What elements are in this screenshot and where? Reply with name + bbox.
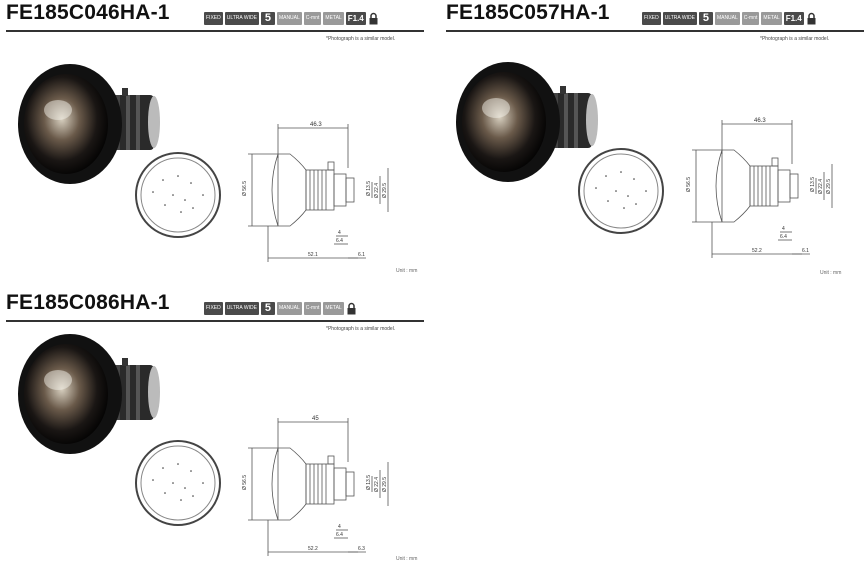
diameter-dim: Ø 56.5: [686, 177, 692, 192]
length-dim: 45: [312, 416, 319, 422]
dim-b: 6.4: [336, 238, 343, 244]
dimension-drawing: 46.3 Ø 56.5 Ø 13.5 Ø 22.4 Ø 29.5 4 6.4 5…: [242, 122, 389, 262]
lens-front-view: [135, 152, 221, 238]
model-title: FE185C086HA-1: [6, 291, 170, 314]
ultra-wide-badge: ULTRA WIDE: [224, 11, 259, 25]
product-panel-3: FE185C086HA-1 FIXED ULTRA WIDE 5 MANUAL …: [0, 290, 430, 575]
fixed-badge: FIXED: [204, 301, 223, 315]
lens-photo: [456, 62, 598, 182]
lock-icon: [347, 302, 356, 314]
lock-icon: [807, 12, 816, 24]
f-number-badge: F1.4: [783, 11, 804, 25]
feature-badges: FIXED ULTRA WIDE 5 MANUAL C-mnt METAL F1…: [204, 11, 379, 25]
d3-dim: Ø 29.5: [382, 183, 388, 198]
title-rule: [6, 30, 424, 32]
diameter-dim: Ø 56.5: [242, 475, 248, 490]
similar-model-note: *Photograph is a similar model.: [326, 326, 396, 332]
similar-model-note: *Photograph is a similar model.: [326, 36, 396, 42]
d1-dim: Ø 13.5: [810, 177, 816, 192]
dim-a: 4: [782, 226, 785, 232]
model-title: FE185C046HA-1: [6, 1, 170, 24]
megapixel-badge: 5: [260, 301, 275, 315]
manual-badge: MANUAL: [276, 301, 302, 315]
lens-front-view: [135, 440, 221, 526]
title-rule: [446, 30, 864, 32]
lens-photo: [18, 64, 160, 184]
fixed-badge: FIXED: [642, 11, 661, 25]
megapixel-badge: 5: [698, 11, 713, 25]
manual-badge: MANUAL: [276, 11, 302, 25]
model-title: FE185C057HA-1: [446, 1, 610, 24]
feature-badges: FIXED ULTRA WIDE 5 MANUAL C-mnt METAL: [204, 301, 357, 315]
d3-dim: Ø 29.5: [826, 179, 832, 194]
d2-dim: Ø 22.4: [374, 183, 380, 198]
unit-label: Unit : mm: [820, 270, 842, 276]
dim-c: 6.1: [802, 248, 809, 254]
ultra-wide-badge: ULTRA WIDE: [662, 11, 697, 25]
d2-dim: Ø 22.4: [374, 477, 380, 492]
c-mount-badge: C-mnt: [741, 11, 760, 25]
d3-dim: Ø 29.5: [382, 477, 388, 492]
manual-badge: MANUAL: [714, 11, 740, 25]
lens-photo: [18, 334, 160, 454]
dim-a: 4: [338, 230, 341, 236]
dim-c: 6.1: [358, 252, 365, 258]
flange-dim: 52.2: [752, 248, 762, 254]
diameter-dim: Ø 56.5: [242, 181, 248, 196]
length-dim: 46.3: [310, 122, 322, 128]
c-mount-badge: C-mnt: [303, 11, 322, 25]
f-number-badge: F1.4: [345, 11, 366, 25]
length-dim: 46.3: [754, 118, 766, 124]
d2-dim: Ø 22.4: [818, 179, 824, 194]
dim-a: 4: [338, 524, 341, 530]
similar-model-note: *Photograph is a similar model.: [760, 36, 830, 42]
dimension-drawing: 45 Ø 56.5 Ø 13.5 Ø 22.4 Ø 29.5 4 6.4 52.…: [242, 416, 389, 556]
metal-badge: METAL: [761, 11, 782, 25]
unit-label: Unit : mm: [396, 556, 418, 562]
ultra-wide-badge: ULTRA WIDE: [224, 301, 259, 315]
lock-icon: [369, 12, 378, 24]
unit-label: Unit : mm: [396, 268, 418, 274]
metal-badge: METAL: [323, 301, 344, 315]
dim-b: 6.4: [336, 532, 343, 538]
metal-badge: METAL: [323, 11, 344, 25]
flange-dim: 52.1: [308, 252, 318, 258]
fixed-badge: FIXED: [204, 11, 223, 25]
c-mount-badge: C-mnt: [303, 301, 322, 315]
d1-dim: Ø 13.5: [366, 181, 372, 196]
flange-dim: 52.2: [308, 546, 318, 552]
d1-dim: Ø 13.5: [366, 475, 372, 490]
lens-front-view: [578, 148, 664, 234]
dim-b: 6.4: [780, 234, 787, 240]
megapixel-badge: 5: [260, 11, 275, 25]
product-panel-1: FE185C046HA-1 FIXED ULTRA WIDE 5 MANUAL …: [0, 0, 430, 285]
feature-badges: FIXED ULTRA WIDE 5 MANUAL C-mnt METAL F1…: [642, 11, 817, 25]
title-rule: [6, 320, 424, 322]
dim-c: 6.3: [358, 546, 365, 552]
product-panel-2: FE185C057HA-1 FIXED ULTRA WIDE 5 MANUAL …: [434, 0, 864, 285]
dimension-drawing: 46.3 Ø 56.5 Ø 13.5 Ø 22.4 Ø 29.5 4 6.4 5…: [686, 118, 833, 258]
